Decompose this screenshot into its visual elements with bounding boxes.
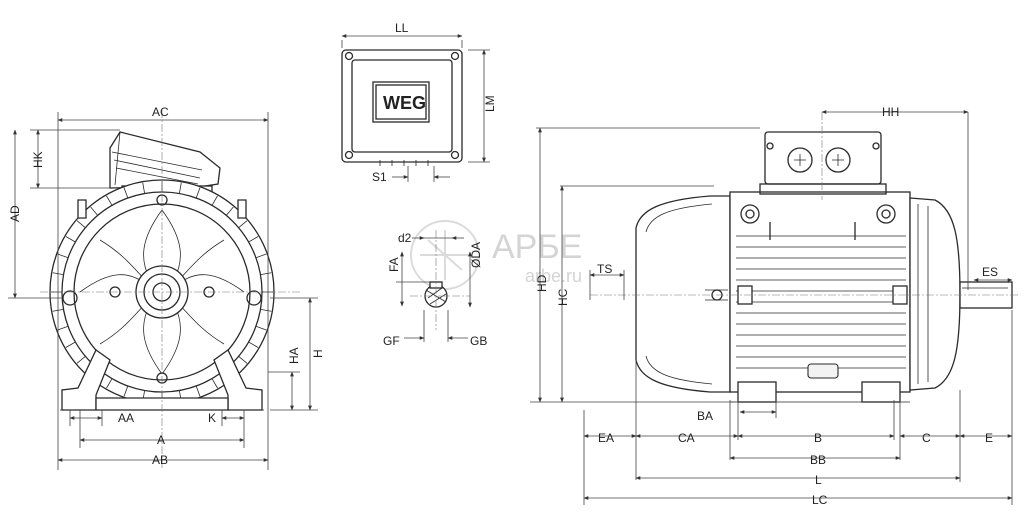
- fin: [238, 355, 248, 364]
- label-l: L: [815, 473, 822, 487]
- fin: [255, 253, 267, 259]
- fin: [248, 341, 259, 348]
- fin: [238, 220, 248, 229]
- fin: [90, 206, 99, 216]
- label-ab: AB: [152, 453, 168, 467]
- label-aa: AA: [118, 411, 134, 425]
- label-ll: LL: [395, 21, 409, 35]
- label-gb: GB: [470, 334, 487, 348]
- label-a: A: [157, 433, 165, 447]
- label-hk: HK: [31, 151, 45, 168]
- fin: [255, 325, 267, 331]
- fin: [57, 253, 69, 259]
- label-e: E: [985, 431, 993, 445]
- watermark: АРБЕ arbe.ru: [410, 220, 582, 290]
- label-fa: FA: [387, 257, 401, 272]
- side-cooling-fins: [736, 235, 906, 369]
- label-es: ES: [982, 265, 998, 279]
- fin: [123, 187, 129, 199]
- fin: [225, 206, 234, 216]
- fin: [123, 385, 129, 397]
- terminal-box-view: WEG LL LM S1: [341, 21, 497, 184]
- label-ba: BA: [697, 409, 713, 423]
- label-hh: HH: [882, 105, 899, 119]
- label-ad: AD: [8, 205, 22, 222]
- fin: [65, 236, 76, 243]
- fin: [142, 182, 146, 194]
- shaft-key-detail: d2 FA ØDA GF GB: [383, 230, 487, 348]
- label-lm: LM: [483, 95, 497, 112]
- label-ca: CA: [678, 431, 695, 445]
- label-ha: HA: [287, 347, 301, 364]
- fin: [211, 195, 218, 206]
- side-view: HH HD HC TS ES BA EA CA B C E BB L LC: [530, 105, 1020, 507]
- fin: [76, 355, 86, 364]
- label-ac: AC: [152, 105, 169, 119]
- fin: [195, 385, 201, 397]
- fin: [178, 182, 182, 194]
- label-c: C: [922, 431, 931, 445]
- logo-text: WEG: [383, 93, 426, 113]
- fin: [57, 325, 69, 331]
- front-view: AC HK AD H HA AA K A AB: [8, 105, 325, 470]
- label-d2: d2: [398, 231, 412, 245]
- fin: [106, 378, 113, 389]
- label-hd: HD: [535, 274, 549, 292]
- label-h: H: [311, 349, 325, 358]
- watermark-sub: arbe.ru: [525, 266, 582, 286]
- label-bb: BB: [810, 453, 826, 467]
- weg-logo: [372, 81, 430, 123]
- label-b: B: [814, 431, 822, 445]
- label-k: K: [208, 411, 216, 425]
- label-s1: S1: [372, 170, 387, 184]
- label-ts: TS: [597, 262, 612, 276]
- fin: [260, 272, 272, 276]
- label-hc: HC: [556, 288, 570, 306]
- fin: [260, 308, 272, 312]
- fin: [211, 378, 218, 389]
- label-da: ØDA: [469, 242, 483, 268]
- fin: [195, 187, 201, 199]
- fin: [106, 195, 113, 206]
- fin: [248, 236, 259, 243]
- label-gf: GF: [383, 334, 400, 348]
- fin: [76, 220, 86, 229]
- fin: [65, 341, 76, 348]
- watermark-main: АРБЕ: [492, 228, 582, 266]
- label-ea: EA: [598, 431, 614, 445]
- label-lc: LC: [812, 493, 828, 507]
